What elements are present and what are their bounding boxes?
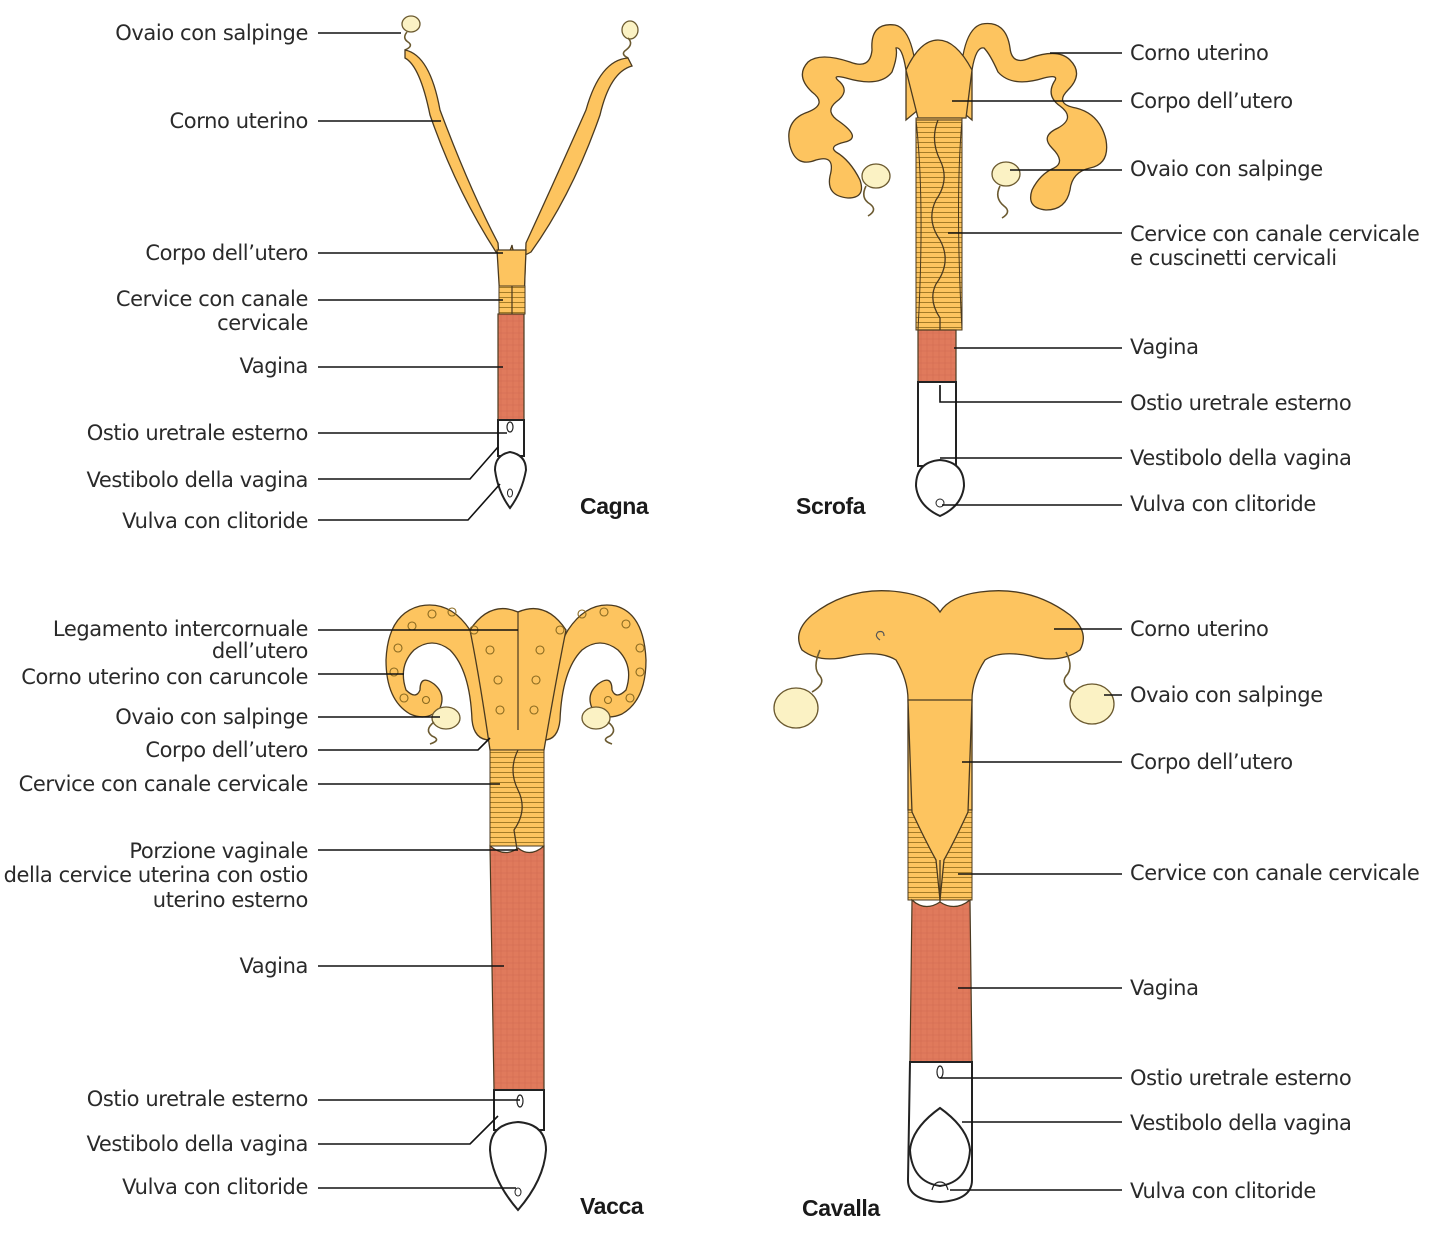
- uterine-body: [905, 39, 973, 119]
- label-cervix: Cervice con canale: [116, 287, 308, 311]
- ovary-left: [773, 649, 823, 729]
- uterine-horns: [385, 604, 491, 741]
- uterine-body: [907, 699, 973, 901]
- vulva: [488, 1120, 548, 1212]
- label-ovary: Ovaio con salpinge: [115, 21, 308, 45]
- label-uterine-horn: Corno uterino con caruncole: [21, 665, 308, 689]
- ovary-left: [861, 163, 891, 217]
- label-vestibule: Vestibolo della vagina: [1130, 1111, 1352, 1135]
- label-cervix-line2: e cuscinetti cervicali: [1130, 246, 1337, 270]
- label-uterine-body: Corpo dell’utero: [1130, 750, 1293, 774]
- label-cervix: Cervice con canale cervicale: [1130, 222, 1419, 246]
- species-title: Cagna: [580, 493, 649, 519]
- ovary-left: [427, 706, 461, 745]
- label-intercornual-ligament: Legamento intercornuale: [53, 617, 308, 641]
- ovary-right: [581, 706, 615, 745]
- label-ovary: Ovaio con salpinge: [1130, 157, 1323, 181]
- label-cervix: Cervice con canale cervicale: [1130, 861, 1419, 885]
- label-vagina: Vagina: [1130, 976, 1199, 1000]
- vagina: [917, 329, 957, 383]
- label-ovary: Ovaio con salpinge: [1130, 683, 1323, 707]
- ovary-right: [991, 161, 1021, 219]
- ovary-left: [401, 15, 421, 51]
- label-vagina: Vagina: [1130, 335, 1199, 359]
- label-urethral-orifice: Ostio uretrale esterno: [1130, 391, 1351, 415]
- uterine-horns: [404, 49, 633, 301]
- label-vagina: Vagina: [239, 354, 308, 378]
- vestibule: [497, 419, 525, 457]
- label-vulva: Vulva con clitoride: [122, 1175, 308, 1199]
- ovary-right: [1063, 651, 1115, 725]
- ovary-right: [621, 20, 639, 59]
- label-vaginal-portion: Porzione vaginale: [129, 839, 308, 863]
- species-title: Scrofa: [796, 493, 866, 519]
- label-ovary: Ovaio con salpinge: [115, 705, 308, 729]
- label-uterine-body: Corpo dell’utero: [1130, 89, 1293, 113]
- label-vestibule: Vestibolo della vagina: [86, 468, 308, 492]
- cervix: [489, 749, 545, 847]
- species-title: Cavalla: [802, 1195, 880, 1221]
- label-uterine-body: Corpo dell’utero: [145, 241, 308, 265]
- panel-vacca: Legamento intercornuale dell’utero Corno…: [4, 604, 647, 1219]
- uterine-horns-right: [959, 22, 1108, 211]
- vulva: [908, 1106, 972, 1188]
- panel-cagna: Ovaio con salpinge Corno uterino Corpo d…: [86, 15, 649, 533]
- label-vagina: Vagina: [239, 954, 308, 978]
- label-vulva: Vulva con clitoride: [1130, 1179, 1316, 1203]
- label-cervix: Cervice con canale cervicale: [19, 772, 308, 796]
- label-vulva: Vulva con clitoride: [1130, 492, 1316, 516]
- label-uterine-body: Corpo dell’utero: [145, 738, 308, 762]
- label-urethral-orifice: Ostio uretrale esterno: [87, 421, 308, 445]
- label-vestibule: Vestibolo della vagina: [1130, 446, 1352, 470]
- label-vulva: Vulva con clitoride: [122, 509, 308, 533]
- vulva: [914, 458, 966, 518]
- species-title: Vacca: [580, 1193, 644, 1219]
- panel-cavalla: Corno uterino Ovaio con salpinge Corpo d…: [773, 590, 1420, 1221]
- label-uterine-horn: Corno uterino: [1130, 41, 1269, 65]
- vestibule: [917, 381, 957, 467]
- uterine-horns-right: [543, 604, 647, 741]
- label-urethral-orifice: Ostio uretrale esterno: [87, 1087, 308, 1111]
- label-intercornual-ligament-line2: dell’utero: [212, 639, 308, 663]
- label-uterine-horn: Corno uterino: [170, 109, 309, 133]
- label-uterine-horn: Corno uterino: [1130, 617, 1269, 641]
- label-vestibule: Vestibolo della vagina: [86, 1132, 308, 1156]
- vagina: [489, 844, 545, 1091]
- vagina: [909, 898, 973, 1063]
- label-cervix-line2: cervicale: [217, 311, 308, 335]
- vulva: [493, 450, 528, 510]
- uterine-horns: [788, 24, 919, 199]
- panel-scrofa: Corno uterino Corpo dell’utero Ovaio con…: [788, 22, 1420, 519]
- label-vaginal-portion-line3: uterino esterno: [153, 888, 308, 912]
- label-urethral-orifice: Ostio uretrale esterno: [1130, 1066, 1351, 1090]
- label-vaginal-portion-line2: della cervice uterina con ostio: [4, 863, 308, 887]
- cervix: [915, 117, 963, 331]
